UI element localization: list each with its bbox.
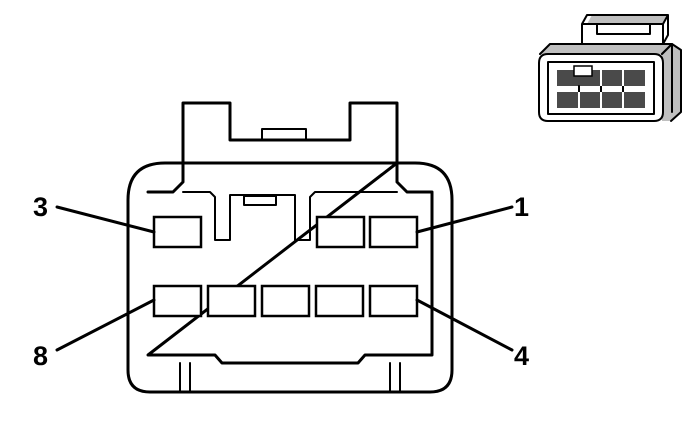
leader-line-pin-1 — [415, 205, 514, 234]
connector-face — [126, 101, 454, 394]
leader-line-pin-3 — [55, 205, 156, 234]
thumb-lock-top-shade — [587, 15, 668, 24]
inner-housing — [146, 161, 434, 365]
cavity-pin-3 — [152, 215, 203, 249]
thumb-lock — [581, 14, 669, 45]
center-key-slot — [243, 195, 277, 206]
connector-thumbnail — [538, 14, 682, 122]
cavity-pin-2 — [315, 215, 366, 249]
outer-shell — [126, 161, 454, 394]
leader-line-pin-4 — [415, 298, 514, 352]
lock-tab — [181, 101, 399, 165]
leader-line-pin-8 — [55, 298, 156, 352]
pin-label-1: 1 — [514, 192, 529, 222]
cavity-pin-7 — [206, 284, 257, 318]
pin-label-3: 3 — [33, 192, 48, 222]
cavity-pin-4 — [368, 284, 419, 318]
thumb-front-inner — [547, 61, 655, 115]
cavity-pin-5 — [314, 284, 365, 318]
cavity-pin-6 — [260, 284, 311, 318]
cavity-pin-8 — [152, 284, 203, 318]
thumb-lock-step — [596, 23, 651, 35]
cavity-pin-1 — [368, 215, 419, 249]
lock-tab-latch — [261, 128, 307, 141]
thumb-front-face — [538, 53, 664, 122]
pin-label-8: 8 — [33, 341, 48, 371]
thumb-body-side — [661, 43, 682, 122]
thumb-key — [573, 65, 593, 77]
thumb-body-top-shade — [540, 44, 672, 54]
pin-label-4: 4 — [514, 341, 529, 371]
